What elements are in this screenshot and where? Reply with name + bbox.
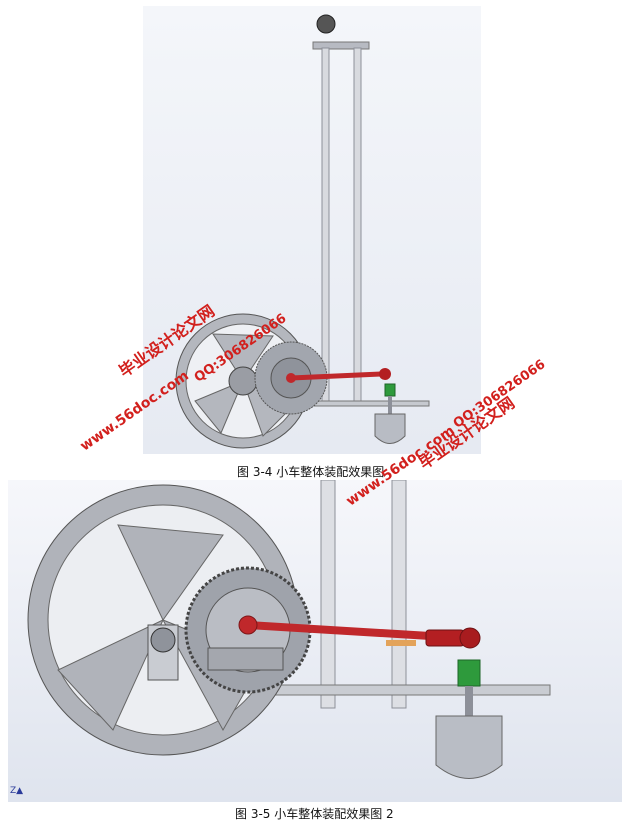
- gear-mount: [207, 647, 284, 671]
- wheel-spoke-1: [212, 333, 274, 382]
- rod-end-right: [425, 629, 465, 647]
- connecting-rod: [290, 371, 382, 381]
- rod-nut: [386, 640, 416, 646]
- green-coupler: [384, 383, 396, 397]
- wheel-spoke-1: [117, 524, 224, 621]
- vertical-rod-left: [320, 480, 336, 709]
- top-bracket: [312, 41, 370, 50]
- rod-end-left: [286, 373, 296, 383]
- green-coupler: [457, 659, 481, 687]
- vertical-rod-right: [391, 480, 407, 709]
- rod-ball-joint: [459, 627, 481, 649]
- caster-wheel: [374, 413, 406, 444]
- vertical-rod-left: [321, 47, 330, 404]
- coupler-shaft: [388, 396, 392, 414]
- axis-triad-icon: Z▲: [10, 786, 24, 796]
- caster-wheel: [435, 715, 503, 779]
- axis-triad-label: Z: [10, 786, 17, 796]
- assembly-render-2: [8, 480, 622, 802]
- assembly-drawing-2: [27, 480, 551, 779]
- wheel-hub: [150, 627, 176, 653]
- top-pulley: [316, 14, 336, 34]
- assembly-drawing-1: [175, 14, 430, 449]
- wheel-spoke-2: [57, 618, 165, 731]
- assembly-render-1: [143, 6, 481, 454]
- rod-end-left: [238, 615, 258, 635]
- wheel-hub: [228, 366, 258, 396]
- vertical-rod-right: [353, 47, 362, 404]
- coupler-shaft: [465, 686, 473, 716]
- figure-caption-1: 图 3-4 小车整体装配效果图: [237, 465, 385, 479]
- figure-caption-2: 图 3-5 小车整体装配效果图 2: [235, 807, 394, 821]
- wheel-spoke-2: [194, 380, 244, 434]
- rod-end-right: [379, 368, 391, 380]
